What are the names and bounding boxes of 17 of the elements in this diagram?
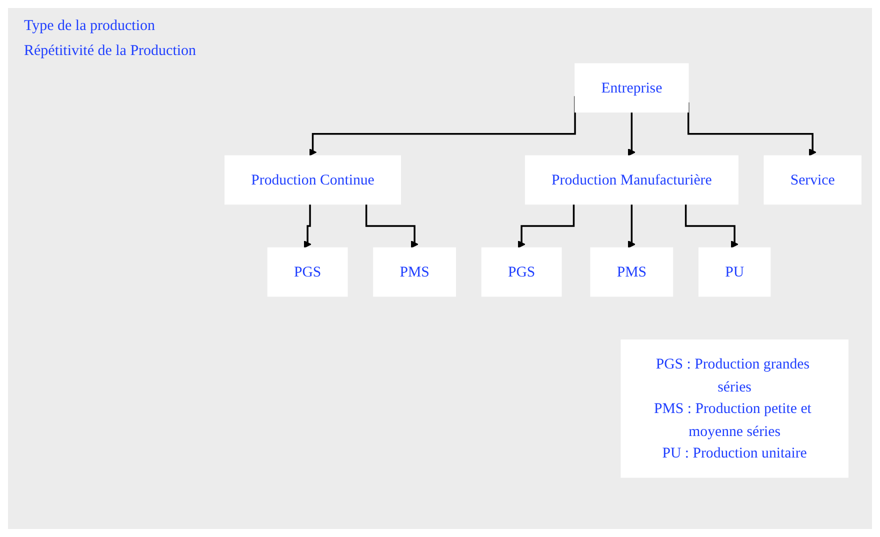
arrow: [304, 204, 312, 248]
arrow: [628, 204, 636, 248]
node-box: PGS: [267, 247, 348, 297]
annotation-text: Répétitivité de la Production: [24, 43, 198, 60]
node-box: Production Manufacturière: [524, 155, 738, 205]
node-box: PGS: [481, 247, 562, 297]
node-box: Production Continue: [224, 155, 401, 205]
node-box: PMS: [590, 247, 674, 297]
arrow: [365, 204, 418, 248]
arrow: [628, 112, 636, 156]
node-box: PMS: [373, 247, 456, 297]
node-box: PU: [698, 247, 771, 297]
arrow: [518, 204, 575, 248]
node-box: Service: [764, 155, 862, 205]
annotation-text: Type de la production: [24, 18, 156, 35]
node-box: Entreprise: [574, 63, 689, 113]
arrow: [684, 204, 738, 248]
